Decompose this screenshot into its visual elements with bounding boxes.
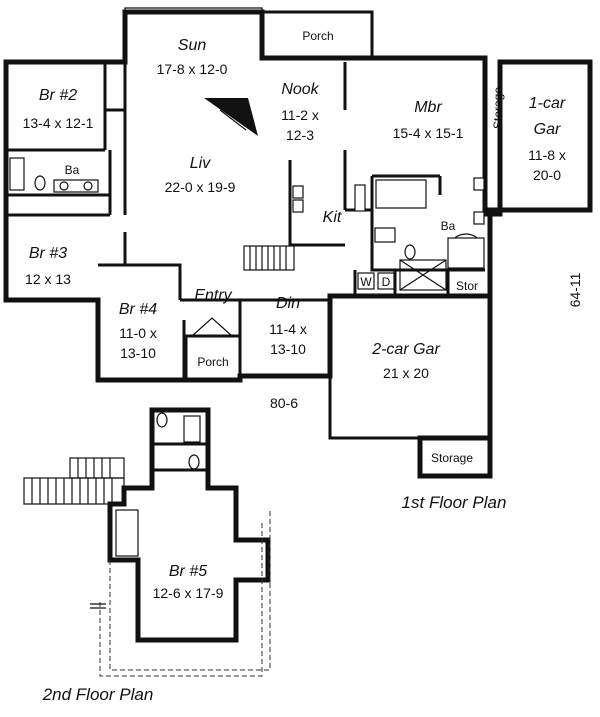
entry-label: Entry <box>194 287 232 304</box>
second-floor-walls <box>23 407 271 677</box>
nook-label: Nook <box>281 81 319 98</box>
two-car-gar-label: 2-car Gar <box>371 341 440 358</box>
two-car-gar-size: 21 x 20 <box>383 365 429 381</box>
plan-captions: 1st Floor Plan 2nd Floor Plan <box>42 493 507 704</box>
mbr-label: Mbr <box>414 99 442 116</box>
stor-label: Stor <box>456 279 478 293</box>
one-car-gar-size-1: 11-8 x <box>528 147 566 163</box>
garage-storage-label: Storage <box>431 451 473 465</box>
din-label: Din <box>276 295 300 312</box>
sun-size: 17-8 x 12-0 <box>157 61 228 77</box>
dryer-label: D <box>382 275 391 289</box>
kit-label: Kit <box>323 209 342 226</box>
bath2-label: Ba <box>441 219 456 233</box>
top-porch-label: Porch <box>302 29 333 43</box>
first-floor-caption: 1st Floor Plan <box>402 493 507 512</box>
side-storage-label: Storage <box>491 87 505 129</box>
br4-size-2: 13-10 <box>120 345 156 361</box>
fireplace <box>204 98 258 136</box>
nook-size-2: 12-3 <box>286 127 314 143</box>
br5-label: Br #5 <box>169 563 207 580</box>
br3-size: 12 x 13 <box>25 271 71 287</box>
br2-size: 13-4 x 12-1 <box>23 115 94 131</box>
mbr-size: 15-4 x 15-1 <box>393 125 464 141</box>
washer-label: W <box>360 275 372 289</box>
din-size-2: 13-10 <box>270 341 306 357</box>
overall-width: 80-6 <box>270 395 298 411</box>
first-floor-interior-walls <box>6 60 487 380</box>
liv-size: 22-0 x 19-9 <box>165 179 236 195</box>
br3-label: Br #3 <box>29 245 67 262</box>
one-car-gar-size-2: 20-0 <box>533 167 561 183</box>
br4-label: Br #4 <box>119 301 157 318</box>
one-car-gar-label-1: 1-car <box>529 95 566 112</box>
overall-dimensions: 80-6 64-11 <box>270 272 583 411</box>
first-floor-stairs <box>243 245 295 271</box>
br4-size-1: 11-0 x <box>119 325 157 341</box>
overall-depth: 64-11 <box>567 272 583 307</box>
front-porch-label: Porch <box>197 355 228 369</box>
room-labels: Sun 17-8 x 12-0 Porch Nook 11-2 x 12-3 M… <box>23 29 566 601</box>
top-porch <box>260 10 374 60</box>
first-floor-fixtures <box>9 157 485 291</box>
br5-size: 12-6 x 17-9 <box>153 585 224 601</box>
nook-size-1: 11-2 x <box>281 107 319 123</box>
front-porch <box>184 317 242 382</box>
bath1-label: Ba <box>65 163 80 177</box>
br2-label: Br #2 <box>39 87 77 104</box>
sun-label: Sun <box>178 37 207 54</box>
liv-label: Liv <box>190 155 211 172</box>
one-car-gar-label-2: Gar <box>534 121 561 138</box>
din-size-1: 11-4 x <box>269 321 307 337</box>
second-floor-caption: 2nd Floor Plan <box>42 685 154 704</box>
